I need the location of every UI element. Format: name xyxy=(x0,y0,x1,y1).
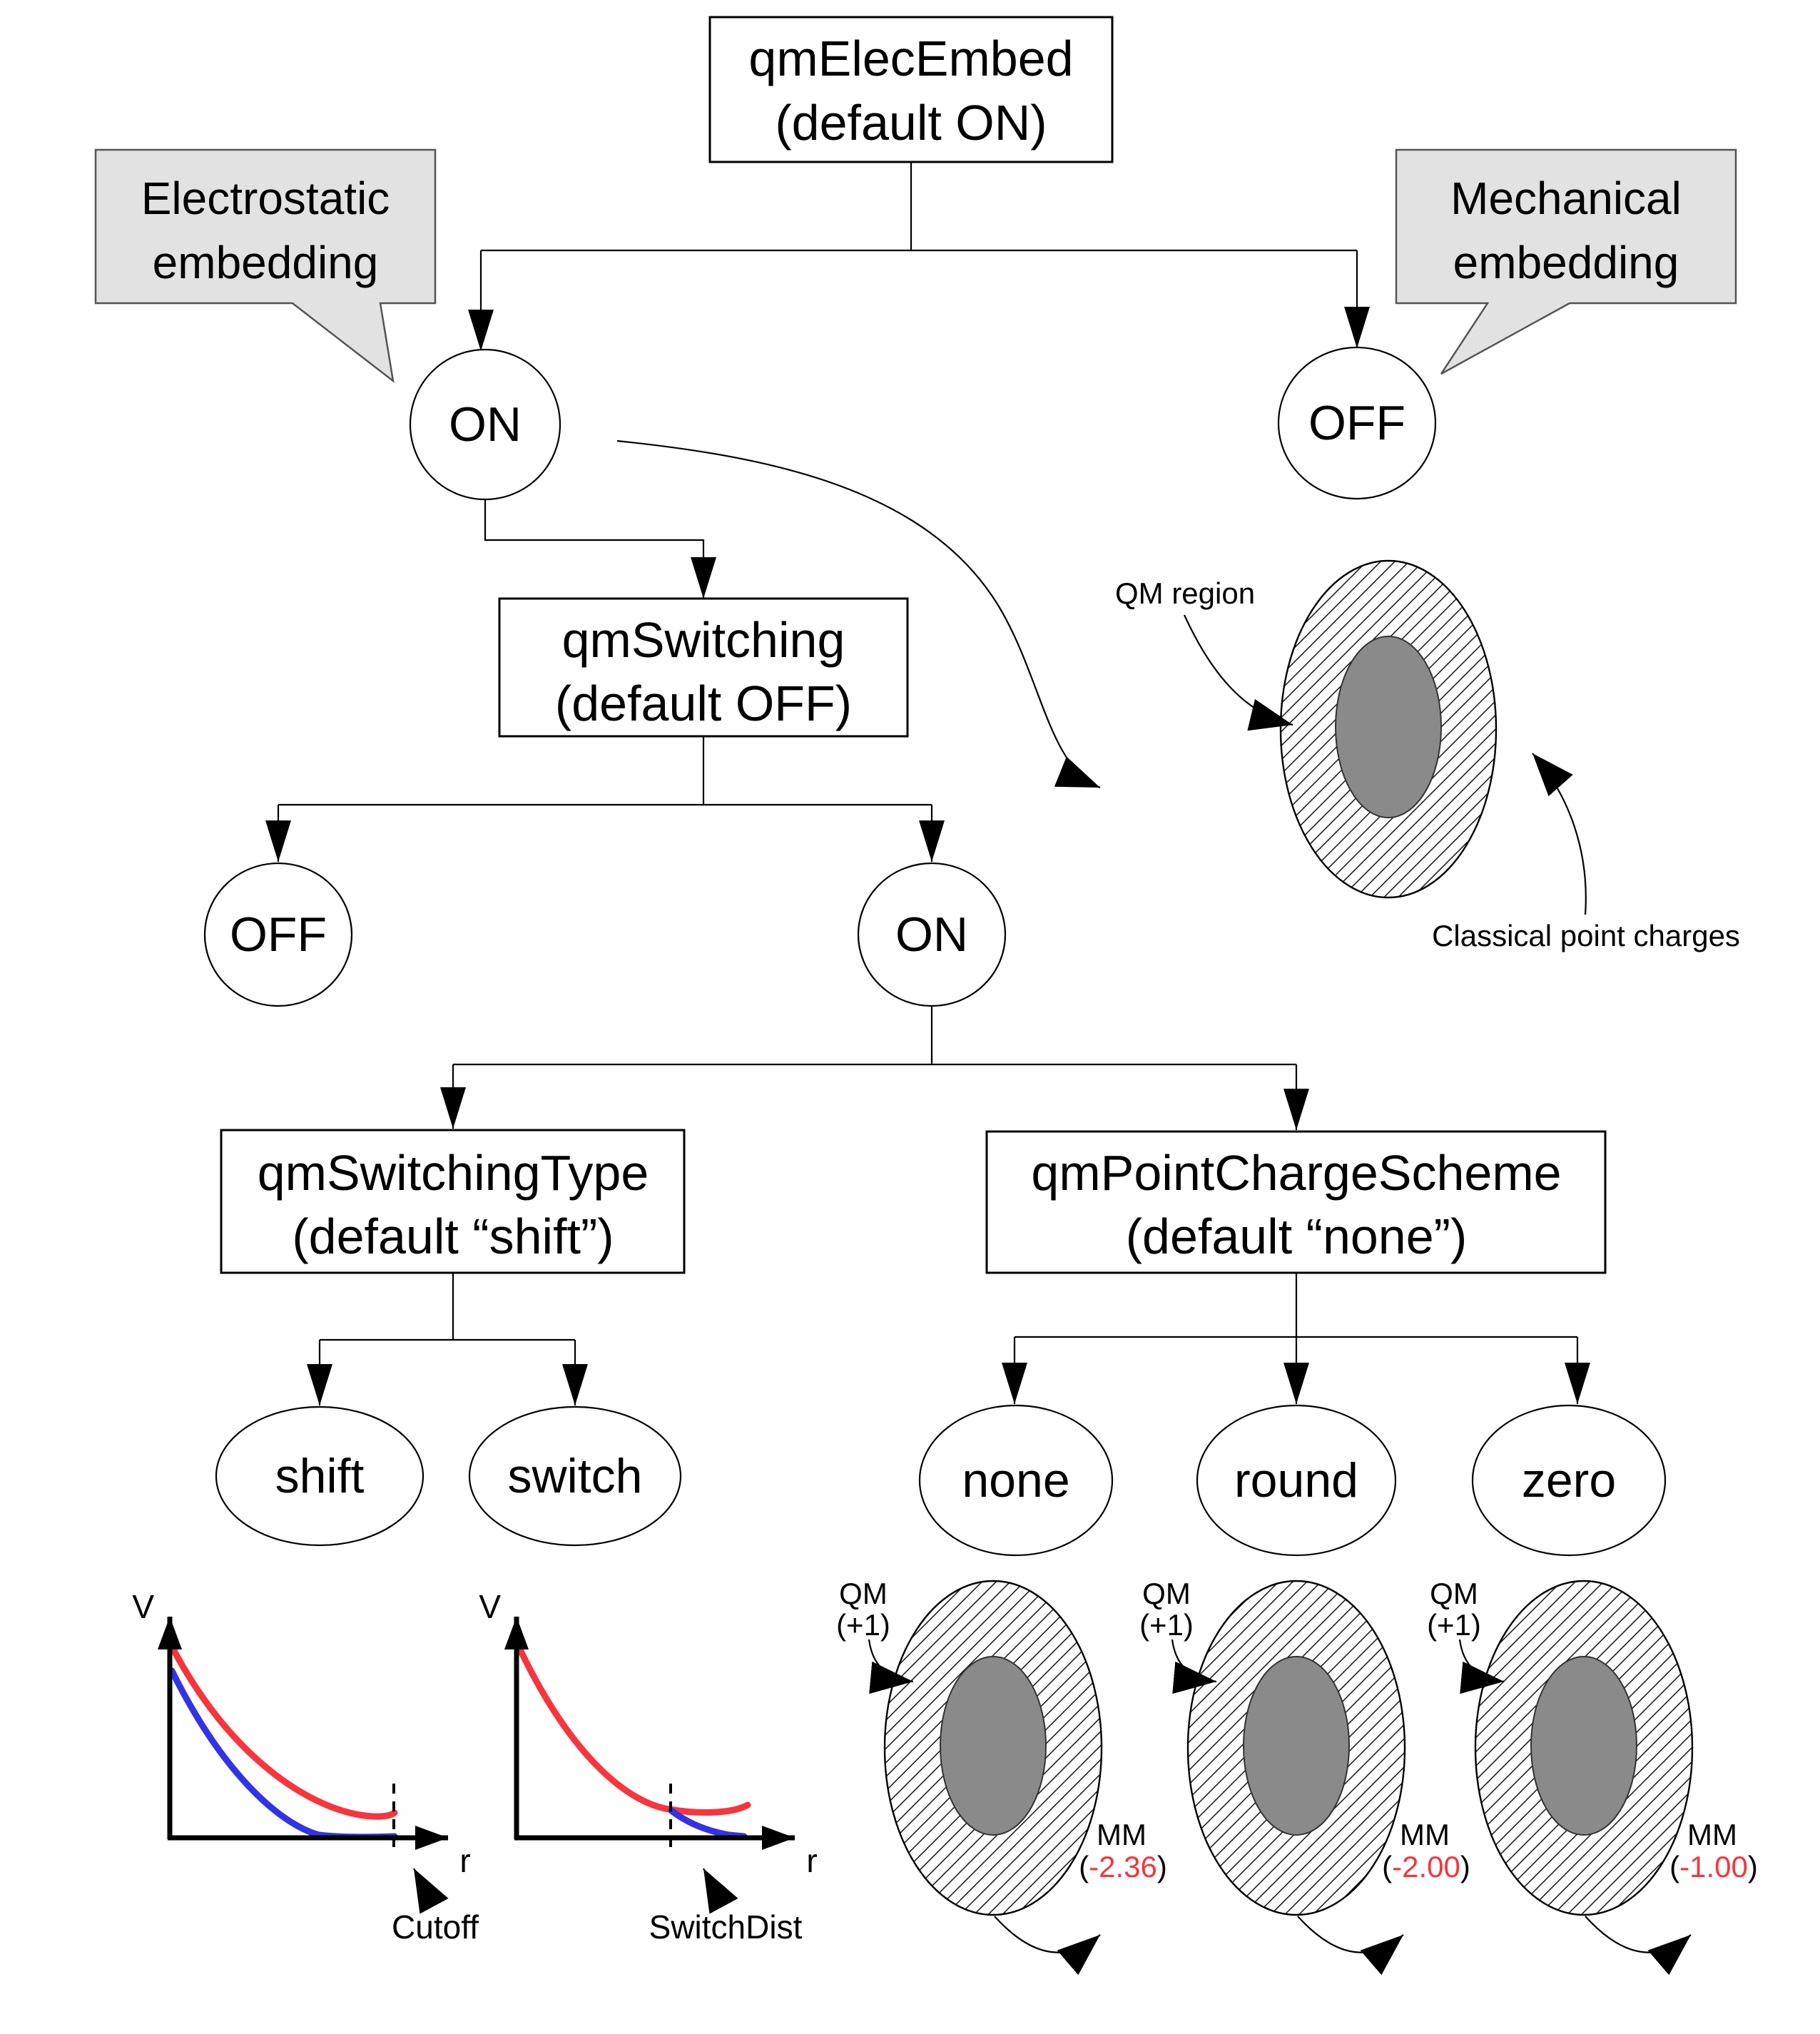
zero-qm-label: QM xyxy=(1430,1577,1478,1610)
node-qmpointchargescheme-box xyxy=(985,1130,1607,1274)
node-qmelecembed-line2: (default ON) xyxy=(775,95,1047,151)
node-qmswitchingtype-line2: (default “shift”) xyxy=(292,1209,614,1264)
none-mm-label: MM xyxy=(1097,1818,1147,1851)
none-mm-pointer xyxy=(994,1916,1101,1975)
charge-figure-zero: QM (+1) MM (-1.00) xyxy=(1427,1577,1758,1975)
round-qm-pointer xyxy=(1171,1639,1217,1694)
node-qmswitching: qmSwitching (default OFF) xyxy=(498,597,909,738)
node-elec-on: ON xyxy=(409,348,561,501)
round-mm-pointer xyxy=(1297,1916,1404,1975)
zero-core-ellipse xyxy=(1530,1656,1637,1836)
qm-region-figure: QM region Classical point charges xyxy=(1115,559,1740,952)
node-qmswitching-line1: qmSwitching xyxy=(562,612,845,668)
node-qmelecembed-box xyxy=(708,16,1114,163)
charge-figure-round: QM (+1) MM (-2.00) xyxy=(1139,1577,1470,1975)
switchdist-pointer-arrow xyxy=(703,1868,738,1914)
node-qmpointchargescheme-line2: (default “none”) xyxy=(1126,1209,1468,1264)
node-switch-ellipse xyxy=(468,1405,682,1547)
charge-figure-none: QM (+1) MM (-2.36) xyxy=(836,1577,1167,1975)
none-core-ellipse xyxy=(940,1656,1047,1836)
round-qm-label: QM xyxy=(1142,1577,1191,1610)
zero-mm-pointer xyxy=(1585,1916,1692,1975)
zero-mm-value: (-1.00) xyxy=(1669,1850,1758,1883)
curve-on-to-region-figure xyxy=(616,439,1101,789)
arrow-on-to-qmswitching xyxy=(484,499,716,599)
switch-plot: V r SwitchDist xyxy=(479,1588,817,1946)
node-none: none xyxy=(918,1404,1114,1557)
node-qmswitching-line2: (default OFF) xyxy=(555,676,852,731)
node-zero: zero xyxy=(1471,1404,1667,1557)
switch-plot-v-label: V xyxy=(479,1588,501,1625)
zero-mm-label: MM xyxy=(1687,1818,1737,1851)
shift-plot-v-label: V xyxy=(132,1588,154,1625)
qm-region-label: QM region xyxy=(1115,576,1255,610)
node-qmelecembed: qmElecEmbed (default ON) xyxy=(708,16,1114,163)
node-qmswitchingtype: qmSwitchingType (default “shift”) xyxy=(220,1129,686,1274)
node-elec-off-label: OFF xyxy=(1308,396,1405,450)
node-none-label: none xyxy=(962,1453,1069,1507)
qm-region-pointer xyxy=(1183,614,1293,731)
switch-plot-blue-curve xyxy=(668,1807,748,1840)
node-qmswitchingtype-line1: qmSwitchingType xyxy=(258,1145,649,1201)
classical-point-charges-pointer xyxy=(1532,753,1587,915)
node-round-label: round xyxy=(1234,1453,1358,1507)
switchdist-label: SwitchDist xyxy=(649,1908,803,1946)
node-switch-label: switch xyxy=(508,1449,643,1503)
node-none-ellipse xyxy=(918,1404,1114,1557)
callout-electrostatic: Electrostatic embedding xyxy=(94,148,437,383)
callout-electrostatic-line1: Electrostatic xyxy=(141,173,390,224)
flow-connectors xyxy=(265,162,1590,1405)
node-zero-ellipse xyxy=(1471,1404,1667,1557)
classical-point-charges-label: Classical point charges xyxy=(1432,919,1740,952)
node-zero-label: zero xyxy=(1522,1453,1616,1507)
node-switching-on-circle xyxy=(857,862,1007,1007)
node-elec-off-circle xyxy=(1277,346,1437,500)
round-core-ellipse xyxy=(1243,1656,1350,1836)
node-elec-on-circle xyxy=(409,348,561,501)
callout-mechanical-line1: Mechanical xyxy=(1450,173,1682,224)
callout-electrostatic-bubble xyxy=(94,148,437,383)
callout-mechanical-bubble xyxy=(1395,148,1737,375)
none-qm-pointer xyxy=(868,1639,914,1694)
shift-plot-r-label: r xyxy=(459,1842,470,1879)
node-switch: switch xyxy=(468,1405,682,1547)
round-mm-label: MM xyxy=(1400,1818,1450,1851)
switch-plot-red-curve xyxy=(515,1643,751,1816)
none-qm-label: QM xyxy=(839,1577,888,1610)
node-switching-off-circle xyxy=(203,862,353,1007)
node-round-ellipse xyxy=(1196,1404,1397,1557)
cutoff-pointer-arrow xyxy=(413,1868,449,1914)
none-qm-charge: (+1) xyxy=(836,1608,890,1642)
node-elec-off: OFF xyxy=(1277,346,1437,500)
none-mm-value: (-2.36) xyxy=(1079,1850,1167,1883)
node-qmelecembed-line1: qmElecEmbed xyxy=(748,31,1073,86)
shift-plot-red-curve xyxy=(168,1643,398,1820)
callout-mechanical-line2: embedding xyxy=(1453,237,1679,288)
callout-electrostatic-line2: embedding xyxy=(153,237,379,288)
node-round: round xyxy=(1196,1404,1397,1557)
node-shift: shift xyxy=(215,1405,425,1547)
shift-plot: V r Cutoff xyxy=(132,1588,479,1946)
zero-qm-pointer xyxy=(1458,1639,1505,1694)
node-qmpointchargescheme-line1: qmPointChargeScheme xyxy=(1031,1145,1561,1201)
node-switching-on-label: ON xyxy=(895,907,968,962)
node-qmswitching-box xyxy=(498,597,909,738)
qm-core-ellipse xyxy=(1335,636,1442,818)
switch-plot-r-label: r xyxy=(806,1842,817,1879)
node-elec-on-label: ON xyxy=(449,397,522,452)
node-switching-on: ON xyxy=(857,862,1007,1007)
node-shift-ellipse xyxy=(215,1405,425,1547)
node-qmswitchingtype-box xyxy=(220,1129,686,1274)
zero-qm-charge: (+1) xyxy=(1427,1608,1481,1642)
node-switching-off-label: OFF xyxy=(230,907,327,962)
cutoff-label: Cutoff xyxy=(392,1908,479,1946)
round-mm-value: (-2.00) xyxy=(1382,1850,1470,1883)
node-shift-label: shift xyxy=(275,1449,365,1503)
node-qmpointchargescheme: qmPointChargeScheme (default “none”) xyxy=(985,1130,1607,1274)
node-switching-off: OFF xyxy=(203,862,353,1007)
round-qm-charge: (+1) xyxy=(1139,1608,1194,1642)
callout-mechanical: Mechanical embedding xyxy=(1395,148,1737,375)
